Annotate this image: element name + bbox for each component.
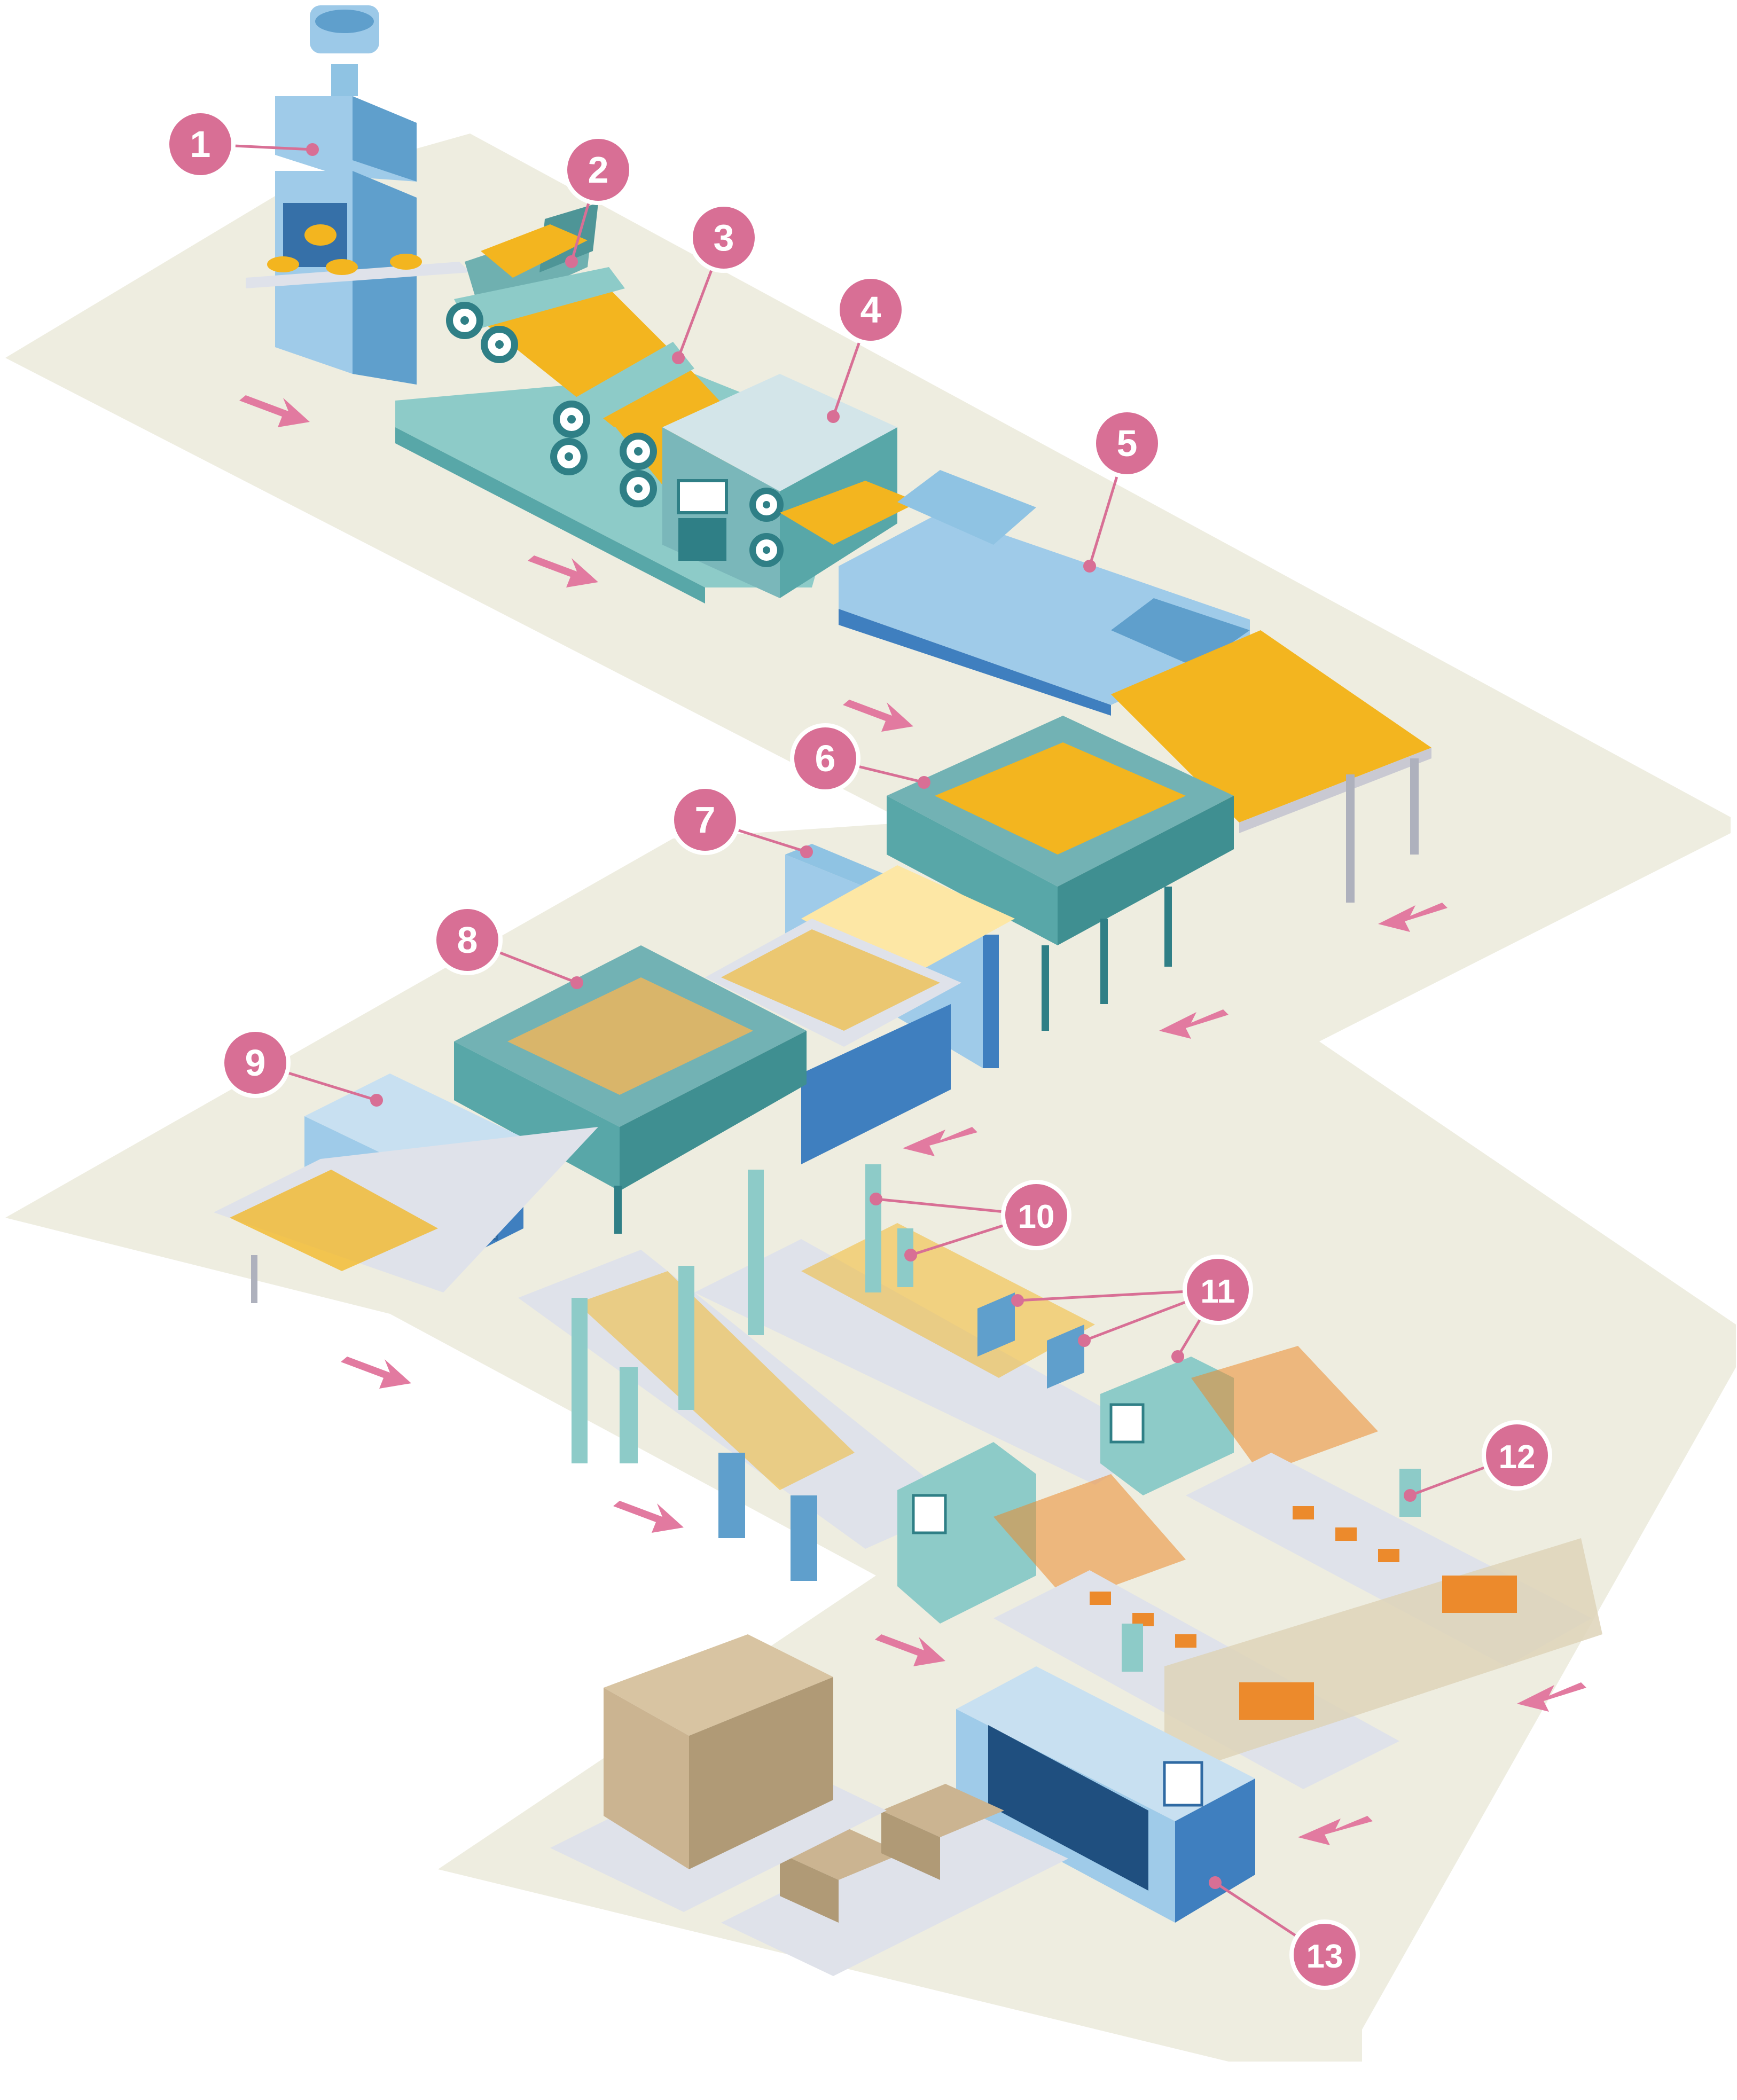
callout-number: 13 bbox=[1306, 1938, 1343, 1975]
callout-circle bbox=[1092, 408, 1162, 479]
callout-anchor-dot bbox=[1011, 1294, 1024, 1307]
callout-anchor-dot bbox=[827, 410, 840, 423]
arrow-11 bbox=[1298, 1816, 1373, 1845]
callout-11: 11 bbox=[1011, 1255, 1253, 1363]
callout-13: 13 bbox=[1209, 1876, 1360, 1990]
boxing-machine bbox=[956, 1666, 1255, 1923]
callout-anchor-dot bbox=[800, 845, 813, 858]
callout-circle bbox=[1289, 1919, 1360, 1990]
callout-circle bbox=[1482, 1420, 1552, 1491]
callout-anchor-dot bbox=[870, 1193, 882, 1205]
arrow-2 bbox=[528, 555, 598, 587]
callout-8: 8 bbox=[432, 905, 583, 989]
callout-5: 5 bbox=[1083, 408, 1162, 573]
callout-anchor-dot bbox=[904, 1249, 917, 1261]
callout-anchor-dot bbox=[672, 351, 685, 364]
callout-9: 9 bbox=[220, 1028, 383, 1107]
seasoning-sensors bbox=[572, 1164, 913, 1463]
callout-anchor-dot bbox=[1404, 1489, 1417, 1502]
packaging-machines bbox=[718, 1292, 1378, 1624]
steamer bbox=[839, 470, 1250, 716]
dryer-chute bbox=[705, 919, 961, 1164]
callout-number: 1 bbox=[190, 123, 211, 165]
callout-7: 7 bbox=[670, 785, 813, 858]
callout-circle bbox=[790, 723, 860, 794]
callout-circle bbox=[688, 202, 759, 273]
seasoning-line-lower bbox=[518, 1250, 961, 1549]
arrow-9 bbox=[875, 1634, 945, 1666]
molding-fryer bbox=[454, 945, 807, 1234]
callout-number: 5 bbox=[1117, 422, 1138, 464]
callout-anchor-dot bbox=[1078, 1334, 1091, 1347]
callout-number: 3 bbox=[714, 217, 734, 258]
arrow-10 bbox=[1517, 1682, 1586, 1712]
callout-anchor-dot bbox=[370, 1094, 383, 1107]
arrow-1 bbox=[239, 395, 310, 427]
callout-number: 6 bbox=[815, 738, 836, 779]
cooling-conveyor bbox=[214, 1127, 598, 1303]
arrow-5 bbox=[1159, 1009, 1229, 1039]
arrow-8 bbox=[613, 1501, 684, 1533]
callout-anchor-dot bbox=[1171, 1350, 1184, 1363]
callout-number: 8 bbox=[457, 919, 478, 961]
callout-10: 10 bbox=[870, 1180, 1071, 1261]
callout-1: 1 bbox=[165, 109, 319, 179]
callout-circle bbox=[432, 905, 503, 975]
callout-circle bbox=[165, 109, 236, 179]
callout-number: 9 bbox=[245, 1042, 266, 1084]
callout-circle bbox=[835, 275, 906, 345]
callout-12: 12 bbox=[1404, 1420, 1552, 1502]
callout-number: 7 bbox=[695, 799, 716, 841]
arrow-4 bbox=[1378, 903, 1448, 932]
arrow-3 bbox=[843, 700, 913, 732]
callout-anchor-dot bbox=[1209, 1876, 1222, 1889]
dough-mixer bbox=[275, 5, 417, 385]
compound-rollers bbox=[446, 267, 694, 507]
callout-number: 4 bbox=[860, 289, 881, 331]
callout-anchor-dot bbox=[918, 776, 930, 789]
callout-circle bbox=[563, 135, 633, 205]
callout-circle bbox=[220, 1028, 291, 1098]
callout-2: 2 bbox=[563, 135, 633, 268]
callout-anchor-dot bbox=[565, 255, 578, 268]
dough-feed-conveyor bbox=[246, 254, 470, 288]
callout-number: 11 bbox=[1200, 1273, 1235, 1310]
callout-number: 10 bbox=[1018, 1198, 1055, 1235]
callout-number: 2 bbox=[588, 149, 609, 191]
arrow-6 bbox=[903, 1127, 977, 1156]
callout-circle bbox=[1001, 1180, 1071, 1250]
callout-number: 12 bbox=[1499, 1439, 1536, 1476]
flow-arrows bbox=[239, 395, 1586, 1845]
arrow-7 bbox=[341, 1357, 411, 1389]
fryer bbox=[887, 716, 1234, 1031]
box-conveyor bbox=[721, 1784, 1068, 1976]
callout-6: 6 bbox=[790, 723, 930, 794]
callout-3: 3 bbox=[672, 202, 759, 364]
pallet-stack bbox=[550, 1634, 887, 1912]
callout-anchor-dot bbox=[570, 976, 583, 989]
callout-4: 4 bbox=[827, 275, 906, 423]
callout-anchor-dot bbox=[1083, 560, 1096, 573]
callout-anchor-dot bbox=[306, 143, 319, 156]
callout-circle bbox=[670, 785, 740, 855]
callout-circle bbox=[1183, 1255, 1253, 1325]
noodle-belt-1 bbox=[1111, 630, 1431, 903]
